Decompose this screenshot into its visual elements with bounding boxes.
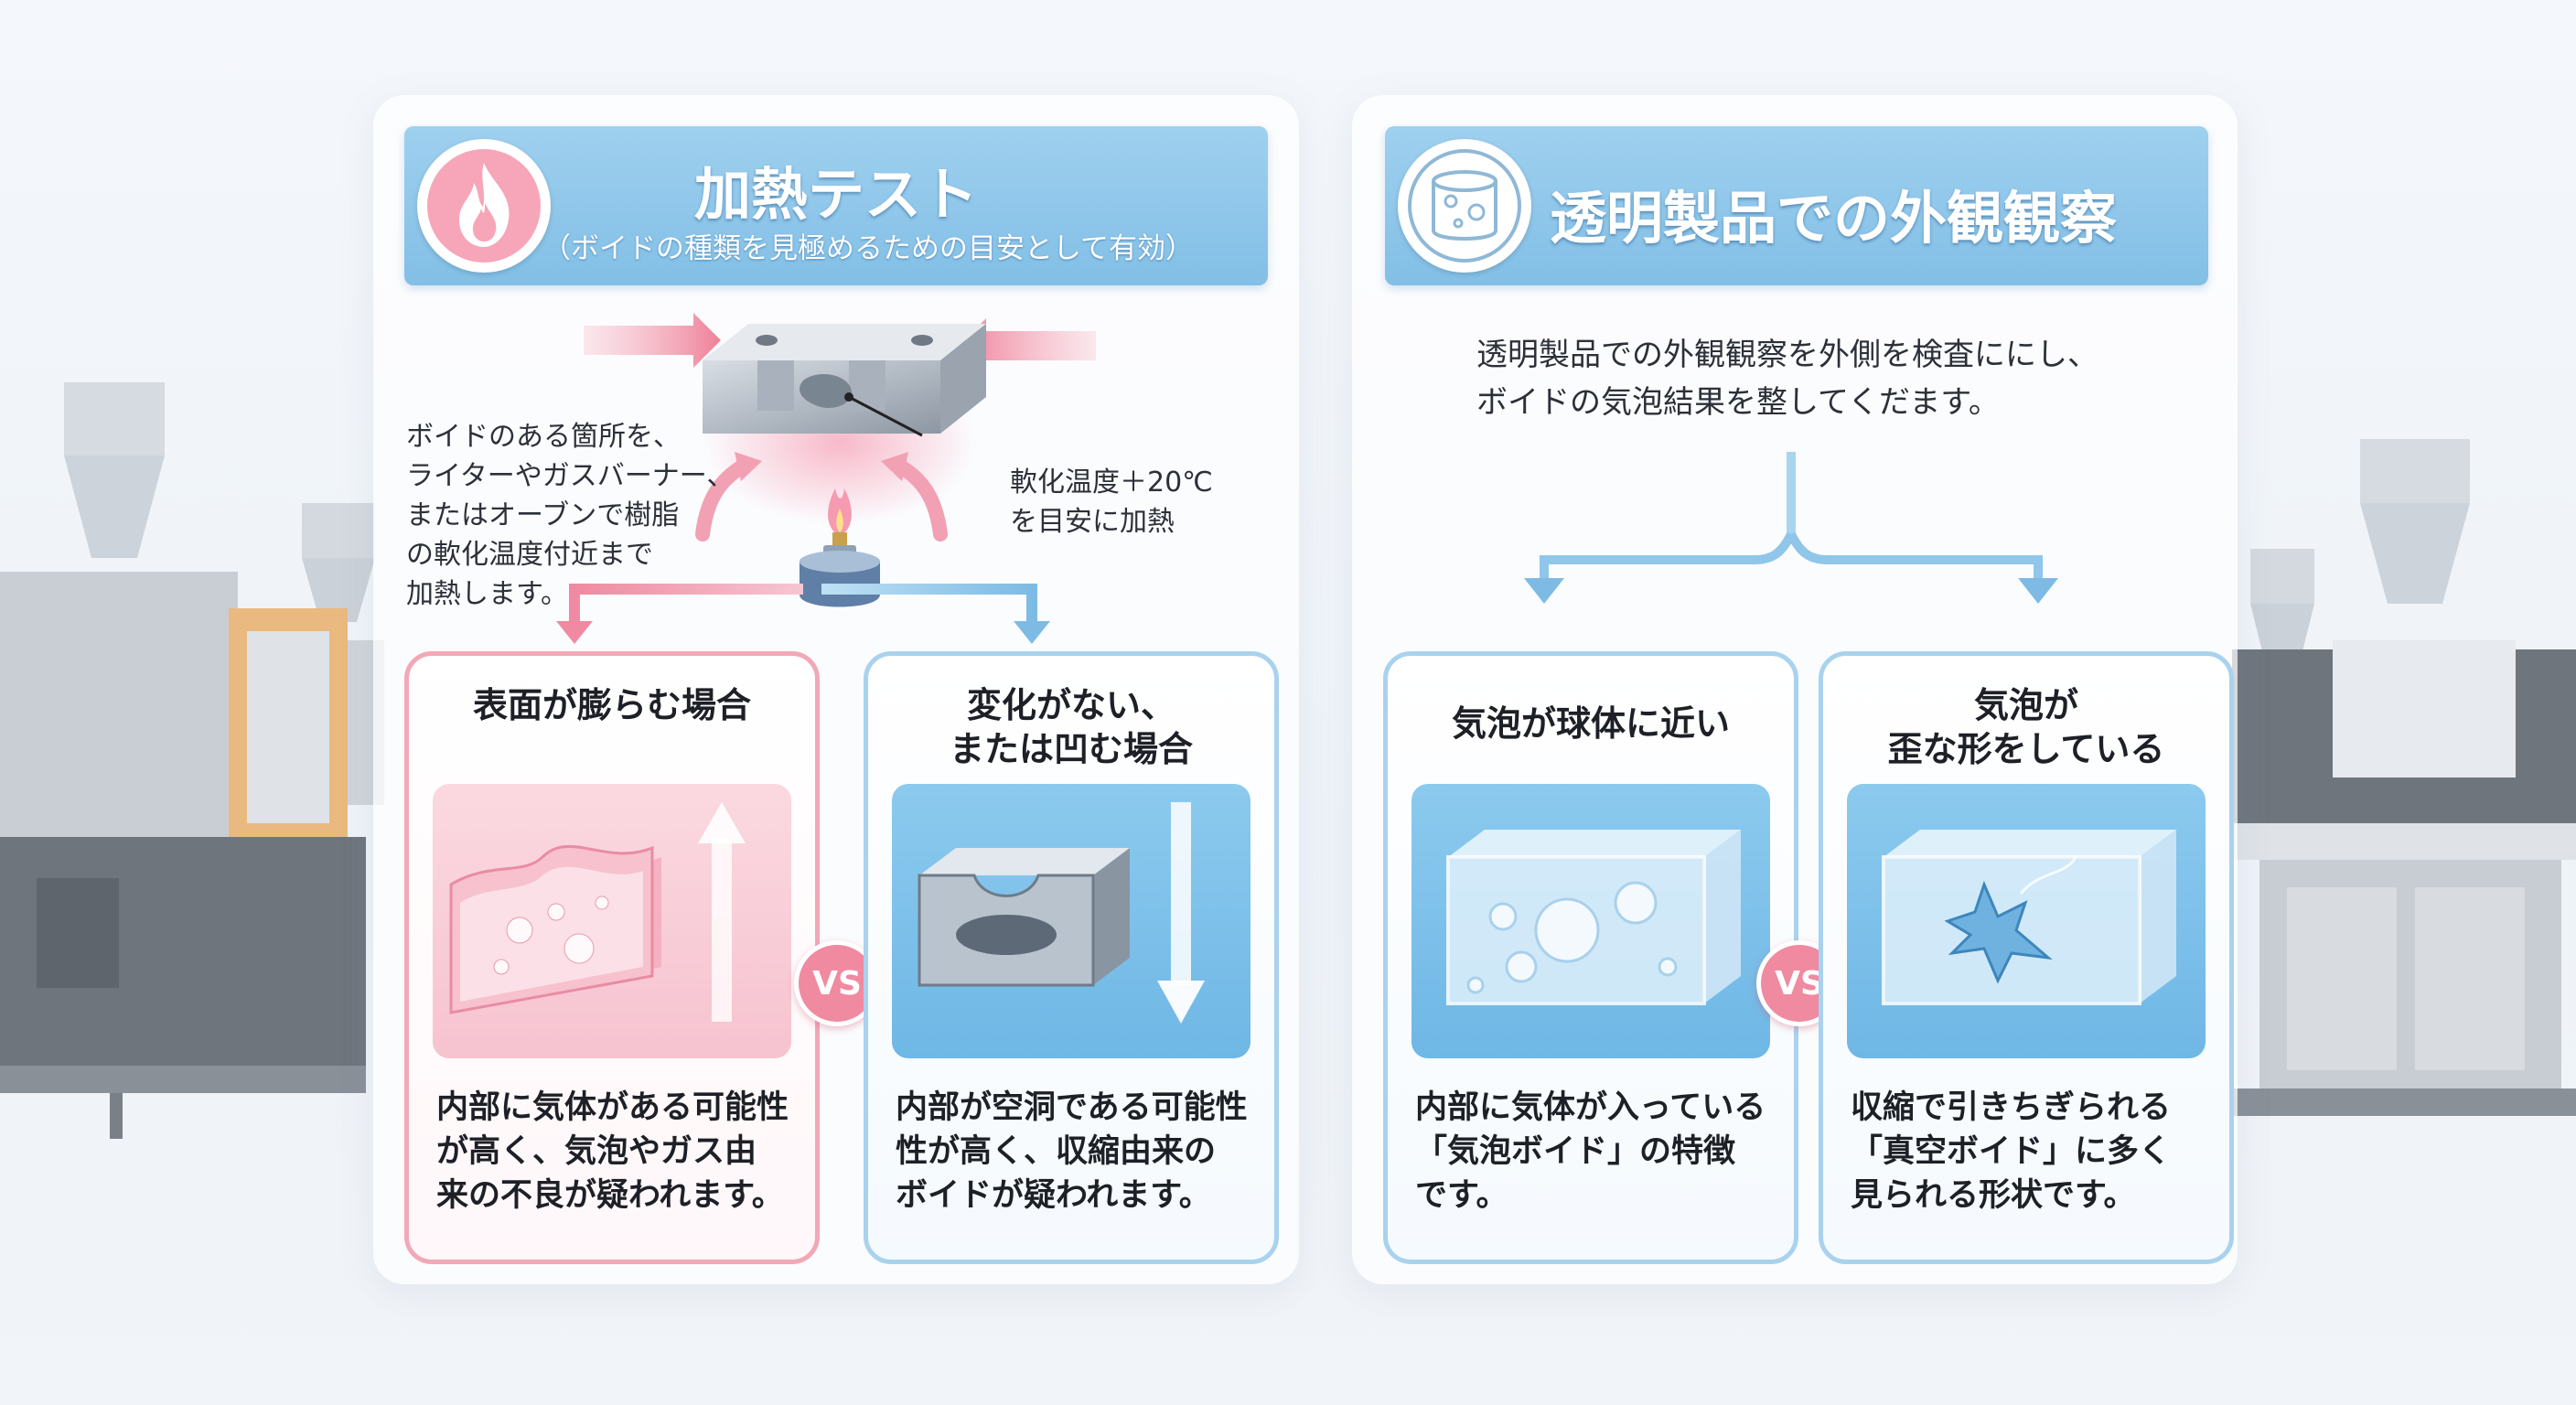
heat-procedure-note: ボイドのある箇所を、 ライターやガスバーナー、 またはオーブンで樹脂 の軟化温度… xyxy=(406,421,735,610)
visual-inspection-panel: 透明製品での外観観察 透明製品での外観観察を外側を検査ににし、 ボイドの気泡結果… xyxy=(1352,95,2238,1284)
no-change-illustration xyxy=(892,784,1250,1058)
bubble-icon-badge xyxy=(1398,139,1531,273)
visual-inspection-header: 透明製品での外観観察 xyxy=(1385,126,2208,285)
heating-diagram xyxy=(584,313,1096,607)
heat-test-title: 加熱テスト xyxy=(693,161,978,228)
spherical-bubble-illustration xyxy=(1411,784,1770,1058)
case-irregular-description: 収縮で引きちぎられる 「真空ボイド」に多く 見られる形状です。 xyxy=(1851,1089,2172,1214)
flame-icon-badge xyxy=(417,139,551,273)
case-spherical-card: 気泡が球体に近い 内部に気体が入っている 「気泡ボイド」の特徴 です。 xyxy=(1383,651,1798,1264)
case-swelling-description: 内部に気体がある可能性 が高く、気泡やガス由 来の不良が疑われます。 xyxy=(436,1089,789,1214)
case-spherical-description: 内部に気体が入っている 「気泡ボイド」の特徴 です。 xyxy=(1415,1089,1766,1214)
case-spherical-title: 気泡が球体に近い xyxy=(1451,703,1730,744)
heat-test-panel: 加熱テスト （ボイドの種類を見極めるための目安として有効） xyxy=(373,95,1299,1284)
temperature-note: 軟化温度＋20℃ を目安に加熱 xyxy=(1010,467,1213,538)
case-no-change-title: 変化がない、 または凹む場合 xyxy=(949,685,1193,769)
swelling-illustration xyxy=(433,784,791,1058)
bubble-cylinder-icon xyxy=(1408,149,1521,263)
heat-branch-arrows xyxy=(556,584,1050,644)
case-no-change-card: 変化がない、 または凹む場合 内部が空洞である可能性 性が高く、収縮由来の ボイ… xyxy=(864,651,1279,1264)
visual-branch-arrows xyxy=(1524,452,2058,604)
flame-icon xyxy=(427,149,541,263)
visual-inspection-title: 透明製品での外観観察 xyxy=(1549,185,2117,252)
visual-inspection-intro: 透明製品での外観観察を外側を検査ににし、 ボイドの気泡結果を整してくだます。 xyxy=(1476,337,2098,421)
background-machine-right xyxy=(2232,439,2576,1116)
heat-test-header: 加熱テスト （ボイドの種類を見極めるための目安として有効） xyxy=(404,126,1268,285)
case-no-change-description: 内部が空洞である可能性 性が高く、収縮由来の ボイドが疑われます。 xyxy=(896,1089,1248,1214)
irregular-void-illustration xyxy=(1847,784,2206,1058)
case-swelling-card: 表面が膨らむ場合 内部に気体がある可能性 が高く、気泡やガス由 来の不良が疑われ… xyxy=(404,651,820,1264)
case-swelling-title: 表面が膨らむ場合 xyxy=(472,685,751,725)
case-irregular-card: 気泡が 歪な形をしている 収縮で引きちぎられる 「真空ボイド」に多く 見られる形… xyxy=(1819,651,2234,1264)
case-irregular-title: 気泡が 歪な形をしている xyxy=(1887,685,2165,769)
heat-test-subtitle: （ボイドの種類を見極めるための目安として有効） xyxy=(542,232,1195,265)
background-machine-left xyxy=(0,382,384,1139)
